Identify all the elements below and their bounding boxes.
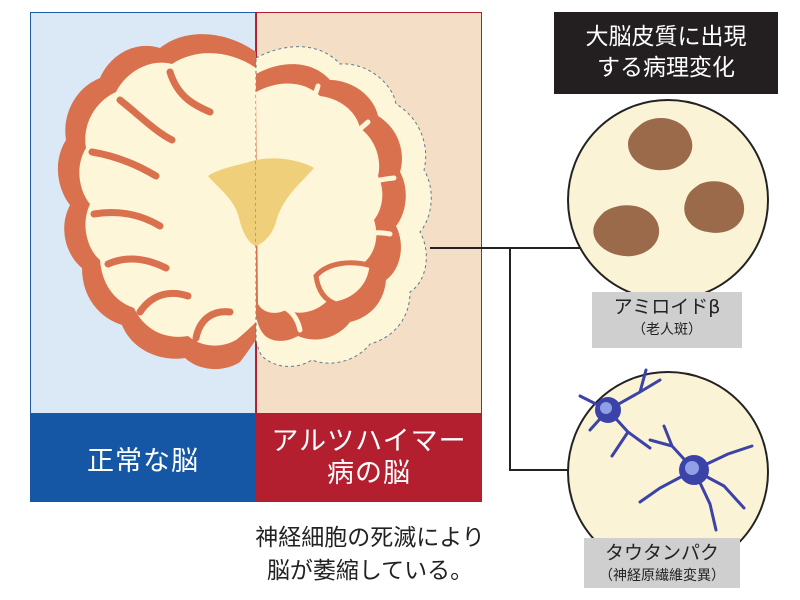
alzheimer-ventricle — [256, 158, 314, 246]
normal-brain-label-text: 正常な脳 — [87, 445, 199, 477]
alzheimer-label-line2: 病の脳 — [327, 458, 411, 489]
amyloid-tag-main: アミロイドβ — [613, 296, 721, 318]
connector-lines — [430, 247, 590, 471]
normal-brain-label: 正常な脳 — [30, 414, 256, 502]
connector-tau — [509, 248, 590, 471]
alzheimer-white-matter — [256, 83, 383, 313]
normal-white-matter — [79, 53, 256, 346]
amyloid-tag: アミロイドβ （老人斑） — [592, 292, 742, 348]
pathology-title-box: 大脳皮質に出現 する病理変化 — [554, 12, 778, 94]
plaque-icon — [593, 205, 660, 257]
alzheimer-brain-icon — [255, 46, 432, 367]
caption-line1: 神経細胞の死滅により — [255, 525, 485, 551]
tau-neuron-circle — [567, 368, 769, 573]
tau-tag: タウタンパク （神経原繊維変異） — [584, 538, 740, 588]
amyloid-plaque-circle — [567, 99, 769, 301]
normal-ventricle — [208, 160, 256, 246]
alzheimer-brain-label: アルツハイマー 病の脳 — [256, 414, 482, 502]
alzheimer-label-line1: アルツハイマー — [271, 425, 467, 457]
plaque-icon — [684, 181, 745, 233]
title-line2: する病理変化 — [597, 55, 735, 81]
plaque-icon — [628, 118, 693, 171]
title-line1: 大脳皮質に出現 — [585, 23, 747, 50]
tau-tag-sub: （神経原繊維変異） — [599, 568, 725, 584]
atrophy-caption: 神経細胞の死滅により 脳が萎縮している。 — [240, 522, 500, 589]
tau-tag-main: タウタンパク — [604, 542, 719, 564]
caption-line2: 脳が萎縮している。 — [266, 558, 474, 585]
normal-brain-icon — [57, 34, 256, 370]
alzheimer-enlarged-sulcus — [313, 260, 375, 307]
amyloid-tag-sub: （老人斑） — [632, 322, 702, 338]
